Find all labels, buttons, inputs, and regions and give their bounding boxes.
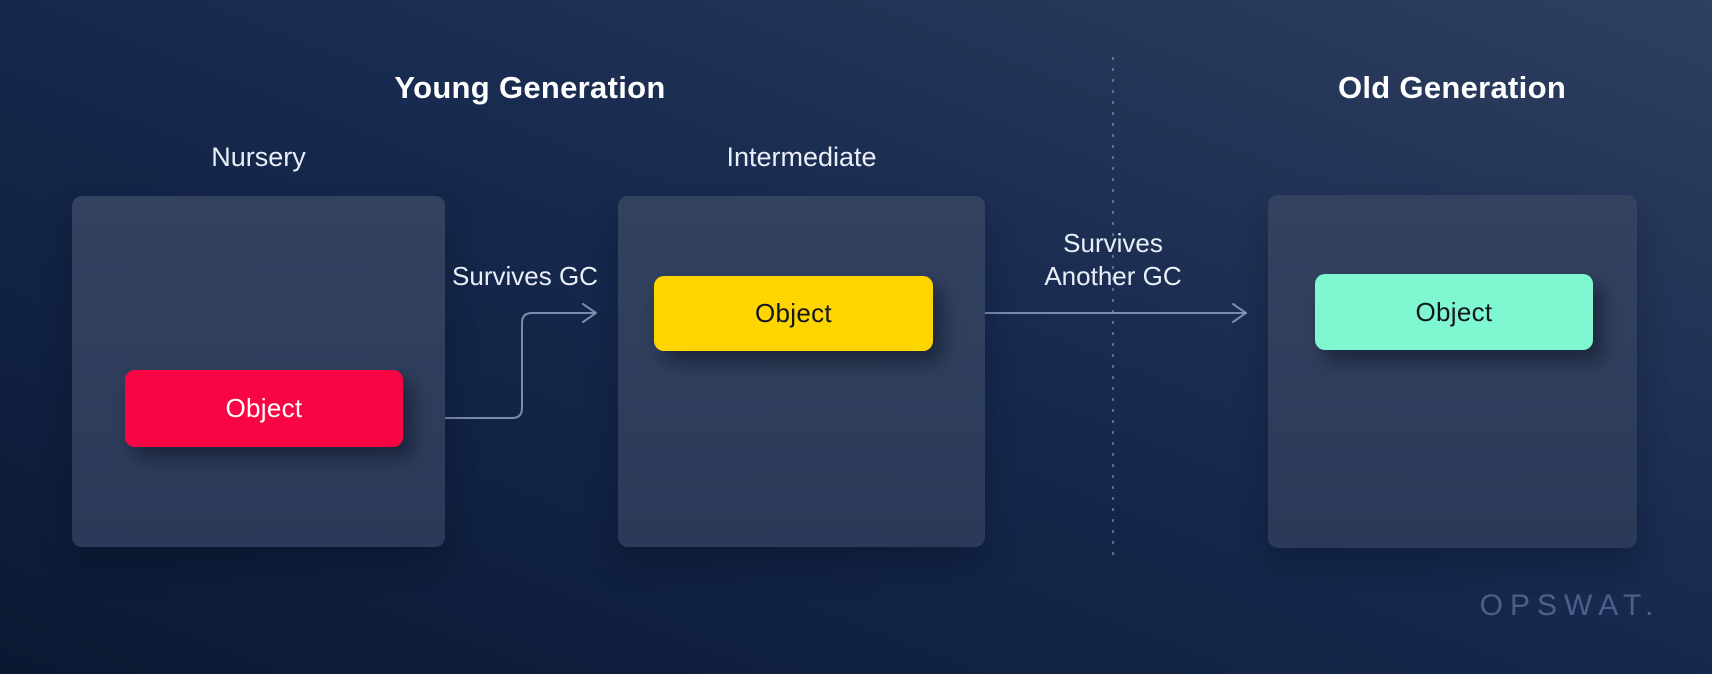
survives-another-gc-label-line1: Survives [1063, 228, 1163, 258]
opswat-logo: OPSWAT. [1479, 589, 1661, 622]
old-generation-object-box: Object [1315, 274, 1593, 350]
old-generation-object-label: Object [1415, 296, 1493, 327]
survives-another-gc-label-line2: Another GC [1044, 261, 1182, 291]
survives-gc-arrow-line [444, 312, 595, 419]
survives-another-gc-label: Survives Another GC [993, 227, 1233, 293]
intermediate-label: Intermediate [726, 142, 877, 172]
nursery-panel: Object [72, 196, 445, 547]
nursery-object-label: Object [225, 393, 303, 423]
survives-gc-arrowhead-icon [582, 303, 597, 323]
intermediate-object-label: Object [755, 298, 832, 328]
old-generation-panel: Object [1268, 195, 1637, 548]
nursery-object-box: Object [125, 370, 403, 447]
old-generation-title: Old Generation [1337, 70, 1567, 105]
nursery-label: Nursery [211, 142, 306, 172]
intermediate-panel: Object [618, 196, 985, 547]
young-generation-title: Young Generation [394, 70, 666, 105]
survives-another-gc-arrowhead-icon [1232, 303, 1247, 323]
intermediate-object-box: Object [654, 276, 933, 351]
survives-gc-label: Survives GC [452, 261, 598, 291]
